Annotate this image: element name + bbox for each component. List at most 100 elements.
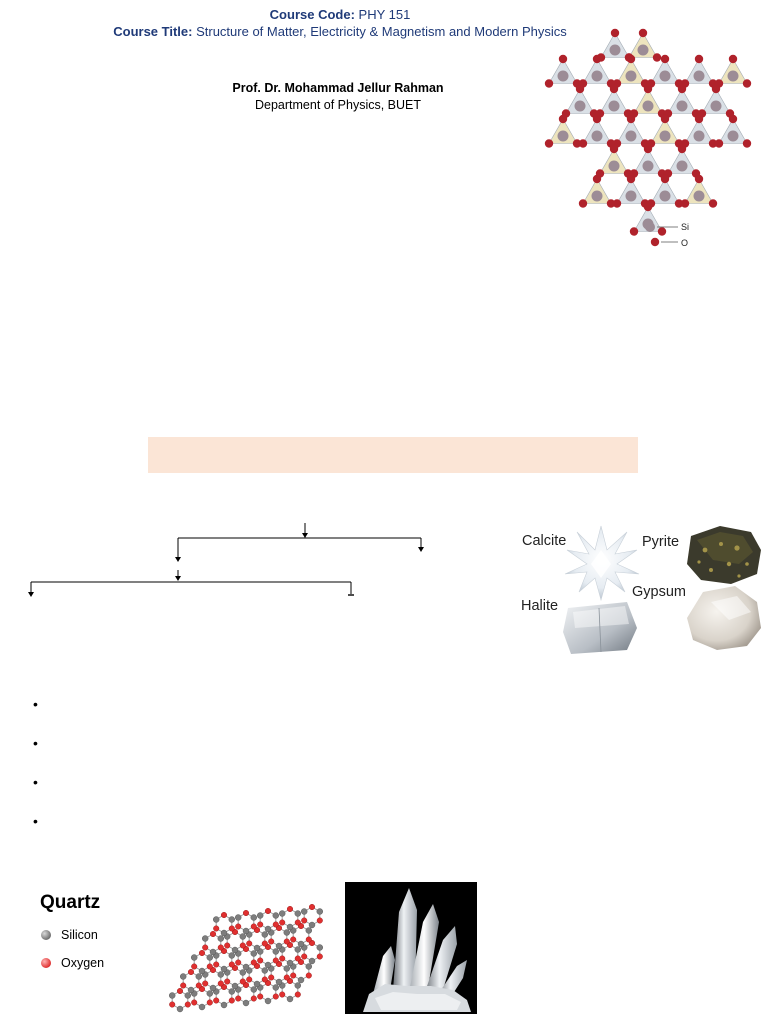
oxygen-atom bbox=[235, 995, 242, 1002]
oxygen-atom bbox=[592, 114, 602, 124]
oxygen-atom bbox=[316, 917, 323, 924]
silicon-atom bbox=[574, 100, 586, 112]
silicon-atom bbox=[659, 130, 671, 142]
pyrite-image bbox=[687, 526, 761, 584]
silicon-atom bbox=[305, 927, 312, 934]
oxygen-atom bbox=[694, 174, 704, 184]
course-title-line: Course Title: Structure of Matter, Elect… bbox=[0, 24, 680, 39]
silicon-atom bbox=[235, 914, 242, 921]
oxygen-atom bbox=[191, 963, 198, 970]
mineral-label-halite: Halite bbox=[521, 598, 559, 614]
silicon-atom bbox=[250, 950, 257, 957]
oxygen-atom bbox=[660, 54, 670, 64]
silicon-atom bbox=[257, 912, 264, 919]
oxygen-atom bbox=[657, 227, 667, 236]
bullet-marker: • bbox=[33, 774, 38, 790]
oxygen-atom bbox=[592, 174, 602, 184]
oxygen-atom bbox=[268, 938, 275, 945]
silicon-atom bbox=[261, 931, 268, 938]
silicon-atom bbox=[710, 100, 722, 112]
atom-key: Si O bbox=[657, 222, 689, 248]
arrow-head bbox=[418, 547, 424, 552]
mineral-label-calcite: Calcite bbox=[522, 533, 567, 549]
silicon-atom bbox=[264, 925, 272, 933]
oxygen-atom bbox=[169, 1001, 176, 1008]
bullet-marker: • bbox=[33, 813, 38, 829]
silicon-atom bbox=[275, 978, 283, 986]
oxygen-atom bbox=[272, 993, 279, 1000]
silicon-atom bbox=[727, 70, 739, 82]
oxygen-atom bbox=[177, 987, 184, 994]
silicon-atom bbox=[693, 130, 705, 142]
oxygen-atom bbox=[626, 54, 636, 64]
silicon-atom bbox=[693, 190, 705, 202]
silicon-atom bbox=[187, 986, 195, 994]
oxygen-atom bbox=[294, 919, 301, 926]
sio4-tetrahedron bbox=[650, 58, 680, 84]
oxygen-atom bbox=[294, 955, 301, 962]
oxygen-atom bbox=[257, 957, 264, 964]
oxygen-atom bbox=[711, 84, 721, 94]
silicon-atom bbox=[180, 973, 187, 980]
mineral-images bbox=[563, 525, 761, 654]
oxygen-atom bbox=[544, 139, 554, 148]
oxygen-atom bbox=[206, 963, 213, 970]
oxygen-atom bbox=[290, 936, 297, 943]
oxygen-atom bbox=[224, 978, 231, 985]
silicon-atom bbox=[286, 959, 294, 967]
quartz-prism bbox=[393, 888, 417, 990]
oxygen-atom bbox=[242, 910, 249, 917]
silicon-atom bbox=[283, 965, 290, 972]
sio4-tetrahedron bbox=[684, 178, 714, 204]
silicon-atom bbox=[625, 130, 637, 142]
silicon-atom bbox=[308, 921, 316, 929]
mineral-photos: Calcite Pyrite Halite Gypsum bbox=[515, 520, 768, 660]
oxygen-atom bbox=[286, 906, 293, 913]
sio4-tetrahedron bbox=[718, 58, 748, 84]
silicon-atom bbox=[209, 948, 217, 956]
oxygen-atom bbox=[305, 936, 312, 943]
silicon-atom bbox=[275, 942, 283, 950]
oxygen-atom bbox=[660, 174, 670, 184]
sio4-tetrahedron bbox=[718, 118, 748, 144]
oxygen-atom bbox=[609, 84, 619, 94]
silicon-atom bbox=[228, 988, 235, 995]
silicon-atom bbox=[264, 961, 272, 969]
oxygen-atom bbox=[239, 942, 246, 949]
quartz-lattice-figure bbox=[169, 903, 323, 1013]
silicon-atom bbox=[228, 952, 235, 959]
silicon-atom bbox=[242, 927, 250, 935]
silicon-atom bbox=[642, 100, 654, 112]
silicon-atom bbox=[272, 912, 279, 919]
silicon-atom bbox=[591, 70, 603, 82]
si-label: Si bbox=[681, 222, 689, 232]
silicon-atom bbox=[213, 916, 220, 923]
oxygen-atom bbox=[228, 961, 235, 968]
oxygen-atom bbox=[264, 908, 271, 915]
oxygen-atom bbox=[206, 999, 213, 1006]
oxygen-atom bbox=[629, 227, 639, 236]
silicon-atom bbox=[176, 1005, 184, 1013]
silicon-atom bbox=[231, 982, 239, 990]
silicon-atom bbox=[253, 980, 261, 988]
oxygen-atom bbox=[301, 953, 308, 960]
silicon-atom bbox=[286, 923, 294, 931]
oxygen-atom bbox=[217, 944, 224, 951]
sio4-tetrahedron bbox=[582, 58, 612, 84]
legend-silicon: Silicon bbox=[41, 928, 98, 942]
oxygen-atom bbox=[643, 144, 653, 154]
oxygen-legend-dot bbox=[41, 958, 51, 968]
oxygen-atom bbox=[268, 974, 275, 981]
oxygen-atom bbox=[257, 993, 264, 1000]
quartz-prism bbox=[373, 946, 395, 996]
silicon-atom bbox=[272, 948, 279, 955]
silicon-atom bbox=[608, 160, 620, 172]
quartz-panel: Quartz Silicon Oxygen bbox=[30, 880, 490, 1020]
mineral-label-pyrite: Pyrite bbox=[642, 534, 680, 550]
sio4-tetrahedron bbox=[600, 32, 630, 58]
arrow-head bbox=[28, 592, 34, 597]
sio4-tetrahedron bbox=[599, 148, 629, 174]
oxygen-atom bbox=[626, 114, 636, 124]
silicon-atom bbox=[202, 935, 209, 942]
bullet-marker: • bbox=[33, 696, 38, 712]
